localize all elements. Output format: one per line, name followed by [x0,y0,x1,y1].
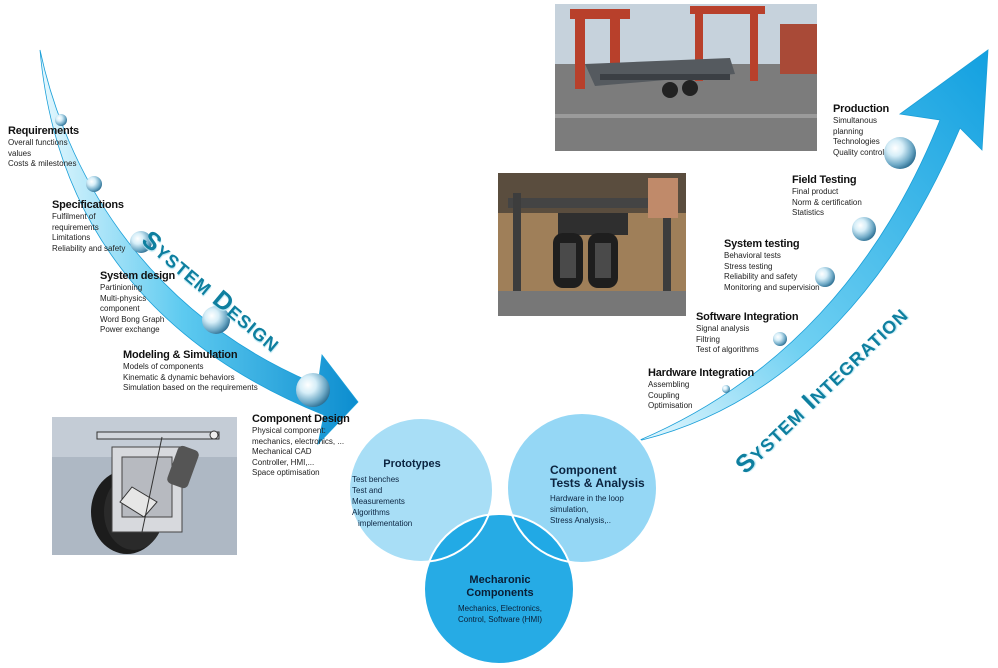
software-integration-line: Test of algorithms [696,345,759,354]
hardware-integration-line: Optimisation [648,401,693,410]
wheel-test-bench-photo [498,173,686,316]
system-design-line: Multi-physics [100,293,147,303]
system-testing-line: Reliability and safety [724,272,798,281]
component-tests-title-2: Tests & Analysis [550,476,645,490]
step-marker-7 [773,332,787,346]
prototypes-line: Test benches [352,475,400,484]
modeling-simulation-line: Models of components [123,362,204,371]
step-marker-2 [86,176,102,192]
component-design-title: Component Design [252,413,350,425]
field-testing-line: Norm & certification [792,197,862,207]
modeling-simulation-block: Modeling & Simulation Models of componen… [123,348,258,394]
specifications-line: Limitations [52,233,91,242]
component-design-block: Component Design Physical component: mec… [252,412,350,479]
specifications-block: Specifications Fulfilment of requirement… [52,198,125,254]
caster-wheel-cad-image [52,417,237,555]
requirements-title: Requirements [8,125,79,137]
crane-yard-photo [555,4,817,151]
system-design-line: Partinioning [100,283,143,292]
system-design-block: System design Partinioning Multi-physics… [100,269,175,336]
system-testing-line: Stress testing [724,261,773,271]
requirements-line: Overall functions [8,138,68,147]
modeling-simulation-line: Kinematic & dynamic behaviors [123,372,235,382]
component-tests-line: Stress Analysis,.. [550,516,611,525]
component-tests-label: Component Tests & Analysis Hardware in t… [550,464,670,526]
step-marker-3 [130,231,152,253]
component-tests-line: Hardware in the loop [550,494,624,503]
requirements-block: Requirements Overall functions values Co… [8,124,79,170]
component-design-line: Mechanical CAD [252,447,312,456]
step-marker-1 [55,114,67,126]
field-testing-block: Field Testing Final product Norm & certi… [792,173,862,219]
step-marker-8 [815,267,835,287]
mechatronic-title-1: Mecharonic [469,574,531,586]
component-design-line: Physical component: [252,426,326,435]
specifications-line: Fulfilment of [52,212,96,221]
hardware-integration-block: Hardware Integration Assembling Coupling… [648,366,754,412]
specifications-title: Specifications [52,199,124,211]
prototypes-line: Algorithms [352,508,390,517]
field-testing-line: Statistics [792,208,825,217]
modeling-simulation-line: Simulation based on the requirements [123,383,258,392]
component-design-line: Space optimisation [252,468,320,477]
prototypes-line: Measurements [352,497,405,506]
software-integration-title: Software Integration [696,311,799,323]
software-integration-line: Signal analysis [696,324,750,333]
system-design-line: component [100,304,140,313]
hardware-integration-line: Coupling [648,390,680,400]
prototypes-line: Test and [352,486,383,495]
system-design-arrow [39,49,359,446]
step-marker-4 [202,306,230,334]
system-testing-line: Monitoring and supervision [724,282,820,292]
field-testing-line: Final product [792,187,839,196]
step-marker-5 [296,373,330,407]
production-line: Quality control [833,147,885,157]
requirements-line: Costs & milestones [8,159,77,168]
step-marker-9 [852,217,876,241]
field-testing-title: Field Testing [792,174,857,186]
production-block: Production Simultanous planning Technolo… [833,102,889,158]
production-line: planning [833,126,864,136]
mechatronic-components-label: Mecharonic Components Mechanics, Electro… [444,574,556,625]
hardware-integration-title: Hardware Integration [648,367,755,379]
step-marker-6 [722,385,730,393]
prototypes-label: Prototypes Test benches Test and Measure… [352,458,472,529]
requirements-line: values [8,148,32,158]
tests-circle [507,413,657,563]
component-design-line: mechanics, electronics, ... [252,436,345,446]
software-integration-line: Filtring [696,334,721,344]
mechatronic-line: Control, Software (HMI) [457,615,543,624]
component-design-line: Controller, HMI,... [252,457,315,467]
system-testing-line: Behavioral tests [724,251,781,260]
system-testing-title: System testing [724,238,800,250]
system-testing-block: System testing Behavioral tests Stress t… [724,237,820,293]
production-title: Production [833,103,890,115]
system-design-title: System design [100,270,176,282]
hardware-integration-line: Assembling [648,380,690,389]
production-line: Technologies [833,137,880,146]
specifications-line: Reliability and safety [52,243,126,253]
system-design-line: Power exchange [100,325,160,334]
modeling-simulation-title: Modeling & Simulation [123,349,238,361]
prototypes-title: Prototypes [383,458,441,470]
system-integration-arrow [639,49,989,441]
step-marker-10 [884,137,916,169]
component-tests-title-1: Component [550,463,617,477]
production-line: Simultanous [833,116,878,125]
specifications-line: requirements [52,222,99,232]
software-integration-block: Software Integration Signal analysis Fil… [696,310,799,356]
mechatronic-circle [424,514,574,664]
mechatronic-line: Mechanics, Electronics, [457,604,543,613]
mechatronic-title-2: Components [466,587,534,599]
system-design-line: Word Bong Graph [100,314,165,324]
component-tests-line: simulation, [550,505,589,514]
prototypes-line: implementation [358,519,413,528]
